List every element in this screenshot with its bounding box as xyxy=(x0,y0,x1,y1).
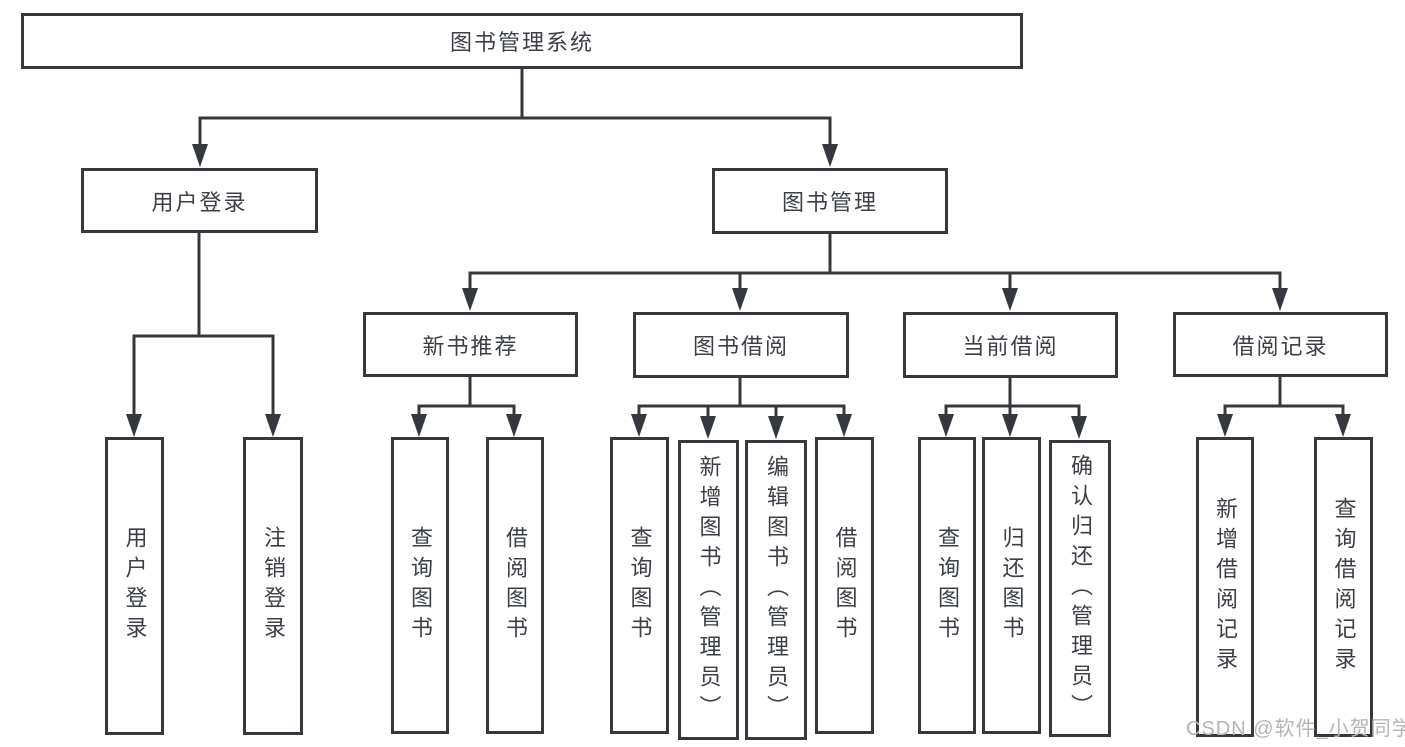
watermark: CSDN @软件_小贺同学 xyxy=(1186,718,1405,740)
leaf-return-books: 归还图书 xyxy=(982,437,1041,734)
leaf-query-books-1-label: 查询图书 xyxy=(408,525,433,646)
leaf-confirm-return-admin-label: 确认归还（管理员） xyxy=(1068,453,1093,724)
leaf-logout-login: 注销登录 xyxy=(243,437,303,735)
node-book-borrowing-label: 图书借阅 xyxy=(692,334,789,359)
leaf-logout-login-label: 注销登录 xyxy=(261,526,286,646)
leaf-borrow-books-2-label: 借阅图书 xyxy=(832,525,858,646)
leaf-query-books-2: 查询图书 xyxy=(610,437,669,734)
node-library-system-label: 图书管理系统 xyxy=(449,30,594,55)
node-user-login: 用户登录 xyxy=(81,168,318,233)
leaf-query-borrow-record-label: 查询借阅记录 xyxy=(1331,497,1357,677)
leaf-user-login-label: 用户登录 xyxy=(122,526,148,646)
node-new-book-recommend: 新书推荐 xyxy=(363,312,578,377)
node-current-borrowing: 当前借阅 xyxy=(903,312,1118,378)
node-user-login-label: 用户登录 xyxy=(151,189,248,215)
node-new-book-recommend-label: 新书推荐 xyxy=(422,333,519,359)
leaf-confirm-return-admin: 确认归还（管理员） xyxy=(1049,440,1111,737)
node-book-borrowing: 图书借阅 xyxy=(633,312,849,378)
leaf-query-books-3-label: 查询图书 xyxy=(935,525,960,646)
leaf-query-books-1: 查询图书 xyxy=(391,437,449,734)
node-current-borrowing-label: 当前借阅 xyxy=(962,334,1059,359)
leaf-add-book-admin-label: 新增图书（管理员） xyxy=(696,455,722,725)
node-book-management-label: 图书管理 xyxy=(781,190,878,215)
leaf-query-books-2-label: 查询图书 xyxy=(627,525,653,646)
leaf-user-login: 用户登录 xyxy=(105,437,164,735)
leaf-return-books-label: 归还图书 xyxy=(999,525,1025,646)
leaf-edit-book-admin-label: 编辑图书（管理员） xyxy=(764,455,789,725)
leaf-borrow-books-2: 借阅图书 xyxy=(815,437,874,734)
leaf-query-books-3: 查询图书 xyxy=(918,437,976,734)
leaf-borrow-books-1: 借阅图书 xyxy=(486,437,544,734)
leaf-query-borrow-record: 查询借阅记录 xyxy=(1314,437,1373,737)
node-library-system: 图书管理系统 xyxy=(21,13,1023,69)
leaf-add-borrow-record: 新增借阅记录 xyxy=(1196,437,1254,737)
leaf-add-borrow-record-label: 新增借阅记录 xyxy=(1213,497,1238,677)
leaf-edit-book-admin: 编辑图书（管理员） xyxy=(745,440,807,740)
leaf-borrow-books-1-label: 借阅图书 xyxy=(503,525,528,646)
leaf-add-book-admin: 新增图书（管理员） xyxy=(678,440,739,740)
node-borrow-records: 借阅记录 xyxy=(1173,312,1388,377)
node-book-management: 图书管理 xyxy=(712,168,948,234)
node-borrow-records-label: 借阅记录 xyxy=(1232,333,1329,359)
